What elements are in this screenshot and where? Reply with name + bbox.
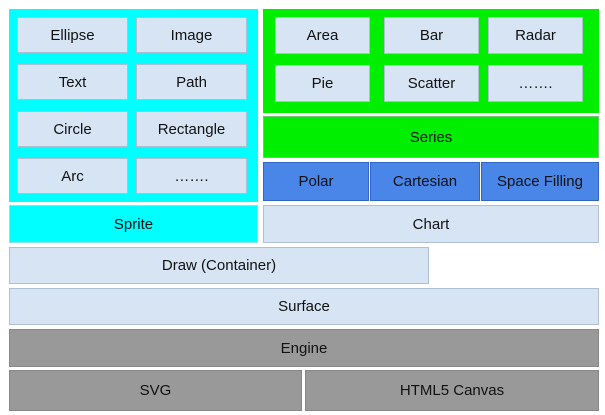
draw-container-layer: Draw (Container) [9,247,429,284]
series-item-label: Pie [311,75,334,92]
chart-mode-label: Polar [298,173,334,190]
series-item-pie: Pie [275,65,370,102]
sprite-item-ellipse: Ellipse [17,17,128,53]
chart-mode-label: Space Filling [497,173,583,190]
sprite-item-label: Image [170,26,213,44]
html5-canvas-layer: HTML5 Canvas [305,370,599,411]
sprite-item-text: Text [17,64,128,100]
series-item-area: Area [275,17,370,54]
engine-label: Engine [280,339,328,357]
chart-mode-cartesian: Cartesian [370,162,480,201]
series-layer-label: Series [409,128,453,146]
sprite-item-more: ……. [136,158,247,194]
chart-layer-label: Chart [412,215,450,233]
series-item-scatter: Scatter [384,65,479,102]
svg-label: SVG [139,382,172,399]
sprite-item-label: ……. [174,167,209,185]
series-layer: Series [263,116,599,158]
sprite-item-arc: Arc [17,158,128,194]
surface-label: Surface [278,298,330,315]
sprite-item-label: Arc [61,167,84,185]
sprite-item-label: Text [58,73,87,91]
series-item-label: ……. [518,75,553,92]
sprite-item-label: Circle [53,120,92,138]
sprite-layer-label: Sprite [113,215,154,233]
chart-mode-label: Cartesian [392,173,458,190]
sprite-item-label: Rectangle [157,120,226,138]
chart-layer: Chart [263,205,599,243]
html5-canvas-label: HTML5 Canvas [399,382,505,399]
series-item-label: Bar [419,27,444,44]
chart-mode-polar: Polar [263,162,369,201]
engine-layer: Engine [9,329,599,367]
sprite-item-label: Path [176,73,207,91]
series-item-bar: Bar [384,17,479,54]
sprite-item-circle: Circle [17,111,128,147]
sprite-item-image: Image [136,17,247,53]
sprite-item-rectangle: Rectangle [136,111,247,147]
sprite-item-label: Ellipse [50,26,95,44]
sprite-layer: Sprite [9,205,258,243]
series-item-label: Radar [515,27,556,44]
sprite-item-path: Path [136,64,247,100]
draw-container-label: Draw (Container) [161,257,277,274]
series-item-radar: Radar [488,17,583,54]
svg-layer: SVG [9,370,302,411]
series-item-label: Area [306,27,339,44]
series-item-more: ……. [488,65,583,102]
surface-layer: Surface [9,288,599,325]
series-item-label: Scatter [407,75,456,92]
chart-mode-space-filling: Space Filling [481,162,599,201]
